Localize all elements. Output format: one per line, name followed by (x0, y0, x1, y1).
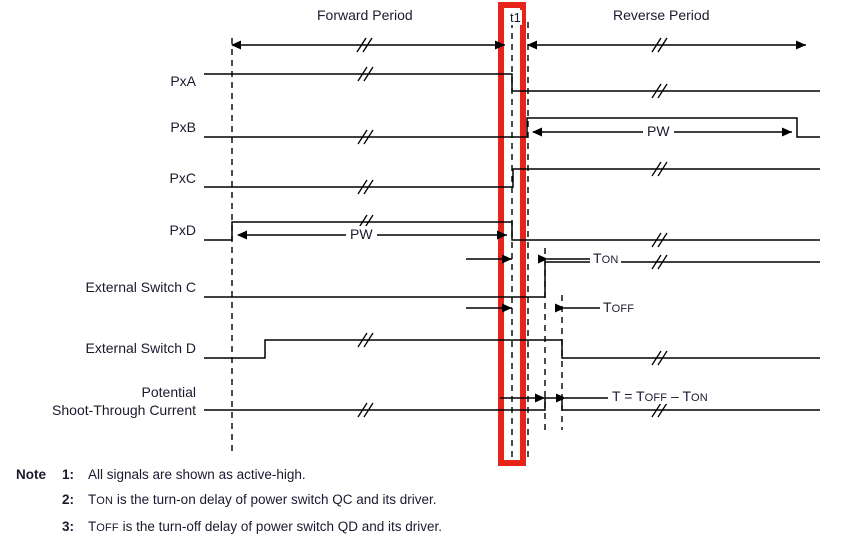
break-mark-reverse-axis (651, 37, 668, 53)
note-text-1: All signals are shown as active-high. (88, 467, 306, 482)
note-row-1: Note 1: All signals are shown as active-… (0, 466, 866, 483)
signal-label-pxd: PxD (169, 222, 196, 238)
signal-label-pxa: PxA (170, 73, 196, 89)
break-mark-pxa-right (651, 83, 668, 99)
notes-block: Note 1: All signals are shown as active-… (0, 466, 866, 545)
waveform-shoot-through (204, 397, 820, 411)
break-mark-shoot-right (651, 402, 668, 418)
note-row-3: Note 3: TOFF is the turn-off delay of po… (0, 518, 866, 537)
toff-label-main: T (603, 299, 612, 315)
t-eq-mid: – T (667, 388, 692, 404)
pw-label-forward: PW (346, 226, 377, 242)
t-eq-sub2: ON (691, 392, 708, 404)
shoot-through-label-line2: Shoot-Through Current (52, 402, 196, 418)
break-mark-ext-c (651, 254, 668, 270)
note-3-sub: OFF (96, 522, 119, 534)
note-text-3: TOFF is the turn-off delay of power swit… (74, 518, 442, 537)
note-2-post: is the turn-on delay of power switch QC … (113, 492, 437, 507)
signal-label-shoot-through: Potential Shoot-Through Current (0, 383, 196, 419)
t-equation-label: T = TOFF – TON (609, 388, 711, 404)
signal-label-external-switch-d: External Switch D (85, 340, 196, 356)
toff-label: TOFF (600, 299, 638, 315)
break-mark-ext-d (357, 332, 374, 348)
break-mark-pxb (357, 129, 374, 145)
waveform-pxb (204, 117, 820, 138)
note-row-2: Note 2: TON is the turn-on delay of powe… (0, 491, 866, 510)
reverse-period-title: Reverse Period (613, 7, 710, 23)
break-mark-pxc (357, 179, 374, 195)
signal-label-pxc: PxC (169, 170, 196, 186)
break-mark-pxc-right (651, 161, 668, 177)
signal-label-external-switch-c: External Switch C (85, 279, 196, 295)
pw-label-reverse: PW (643, 123, 674, 139)
ton-label: TON (590, 250, 622, 266)
break-mark-pxa (357, 66, 374, 82)
waveform-pxa (204, 73, 820, 92)
waveform-pxd (204, 221, 820, 241)
waveform-external-switch-d (204, 339, 820, 359)
note-3-pre: T (88, 519, 97, 534)
break-mark-forward-axis (356, 37, 373, 53)
t1-label: t1 (509, 10, 522, 25)
toff-label-sub: OFF (611, 303, 635, 315)
signal-label-pxb: PxB (170, 119, 196, 135)
note-2-pre: T (88, 492, 97, 507)
note-3-post: is the turn-off delay of power switch QD… (118, 519, 443, 534)
note-number-3: 3: (61, 519, 74, 534)
note-2-sub: ON (96, 495, 114, 507)
waveform-external-switch-c (204, 261, 820, 298)
t-eq-lead: T = T (612, 388, 645, 404)
break-mark-ext-d-right (651, 350, 668, 366)
break-mark-shoot (357, 402, 374, 418)
ton-label-main: T (593, 250, 602, 266)
shoot-through-label-line1: Potential (141, 384, 196, 400)
note-text-2: TON is the turn-on delay of power switch… (74, 491, 437, 510)
ton-label-sub: ON (601, 254, 619, 266)
forward-period-title: Forward Period (317, 7, 413, 23)
note-number-2: 2: (61, 492, 74, 507)
waveform-pxc (204, 168, 820, 188)
t-eq-sub1: OFF (644, 392, 668, 404)
break-mark-pxd-right (651, 232, 668, 248)
notes-heading: Note (16, 467, 46, 482)
note-number-1: 1: (61, 467, 74, 482)
